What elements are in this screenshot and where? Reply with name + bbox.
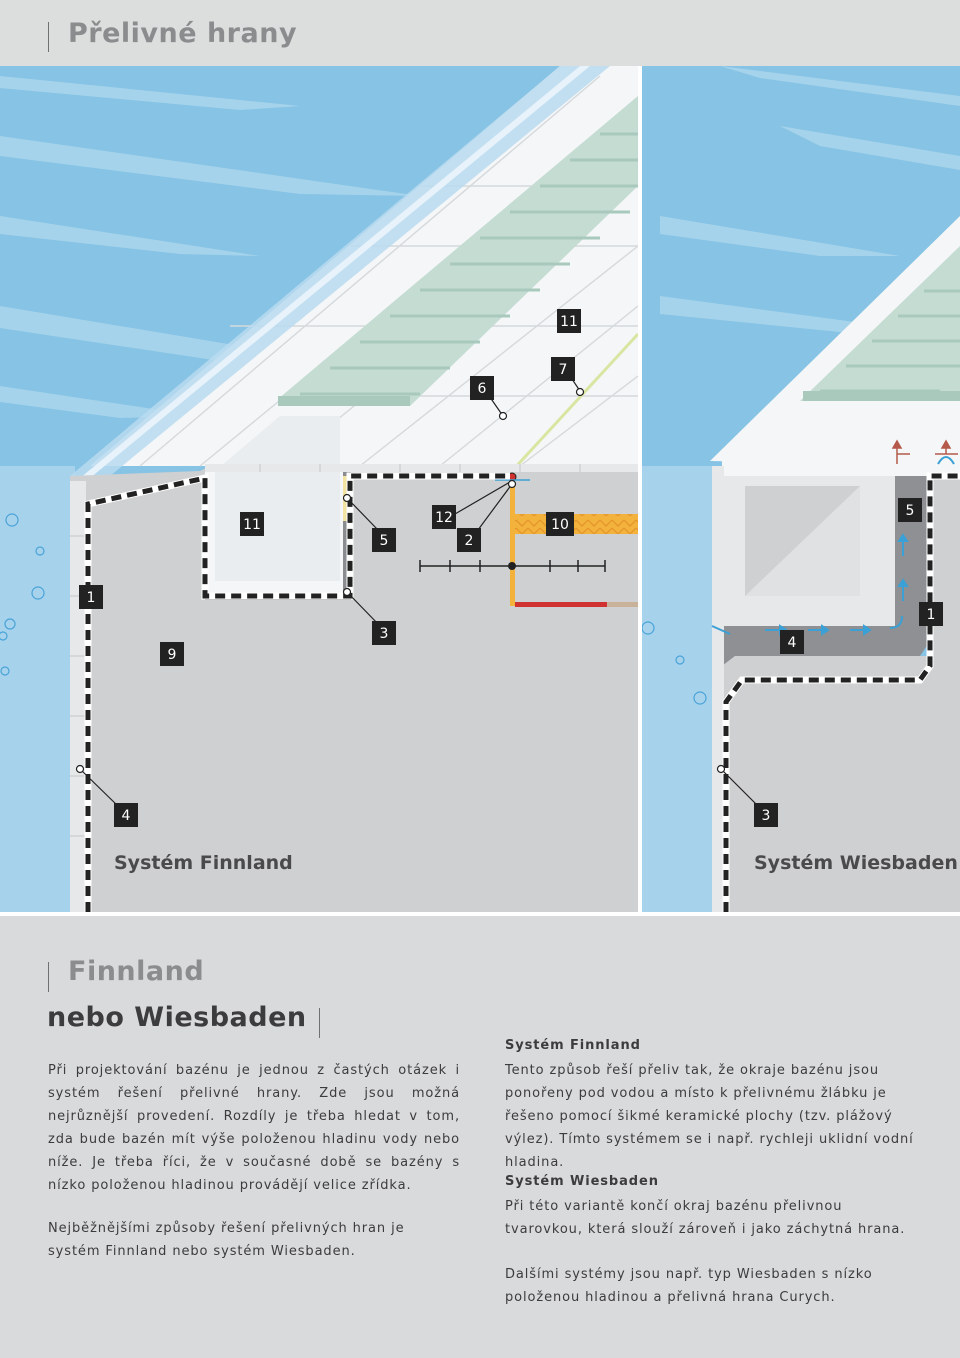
waterproofing-line-right (723, 473, 960, 912)
page-title: Přelivné hrany (68, 18, 298, 49)
label-1: 1 (79, 585, 103, 609)
heading-line1: Finnland (68, 956, 205, 987)
svg-text:5: 5 (380, 533, 389, 549)
label-r4: 4 (780, 630, 804, 654)
heating-pipe (515, 602, 607, 607)
svg-text:12: 12 (435, 510, 453, 526)
svg-text:11: 11 (243, 517, 261, 533)
wiesbaden-text: Při této variantě končí okraj bazénu pře… (505, 1199, 906, 1237)
svg-text:3: 3 (762, 808, 771, 824)
overflow-grate (278, 96, 638, 406)
insulation-layer (515, 514, 638, 534)
left-number-labels: 11 7 6 11 5 12 2 10 1 3 9 4 (79, 309, 581, 827)
svg-text:5: 5 (906, 503, 915, 519)
wiesbaden-caption: Systém Wiesbaden (754, 852, 958, 874)
svg-text:1: 1 (927, 607, 936, 623)
header-bar: Přelivné hrany (0, 0, 960, 66)
svg-text:4: 4 (122, 808, 131, 824)
label-4: 4 (114, 803, 138, 827)
svg-text:3: 3 (380, 626, 389, 642)
svg-text:6: 6 (478, 381, 487, 397)
second-paragraph: Nejběžnějšími způsoby řešení přelivných … (48, 1221, 405, 1259)
label-5: 5 (372, 528, 396, 552)
right-number-labels: 5 1 4 3 (754, 498, 943, 827)
svg-text:9: 9 (168, 647, 177, 663)
label-3: 3 (372, 621, 396, 645)
wiesbaden-panel (642, 66, 960, 912)
svg-text:2: 2 (465, 533, 474, 549)
label-11-top: 11 (557, 309, 581, 333)
label-12: 12 (432, 505, 456, 529)
svg-text:4: 4 (788, 635, 797, 651)
label-r3: 3 (754, 803, 778, 827)
waterproofing-line (85, 473, 510, 912)
label-r5: 5 (898, 498, 922, 522)
finnland-text: Tento způsob řeší přeliv tak, že okraje … (505, 1063, 914, 1170)
article-section: Finnland nebo Wiesbaden Při projektování… (0, 916, 960, 1358)
heading-rule (48, 962, 49, 992)
label-r1: 1 (919, 602, 943, 626)
header-rule (48, 22, 49, 52)
finnland-caption: Systém Finnland (114, 852, 293, 874)
overflow-edge-diagram: 11 7 6 11 5 12 2 10 1 3 9 4 5 1 4 3 Syst… (0, 66, 960, 916)
label-6: 6 (470, 376, 494, 400)
finnland-panel (0, 66, 638, 912)
wiesbaden-heading: Systém Wiesbaden (505, 1174, 659, 1189)
svg-text:1: 1 (87, 590, 96, 606)
finnland-heading: Systém Finnland (505, 1038, 641, 1053)
label-7: 7 (551, 357, 575, 381)
label-9: 9 (160, 642, 184, 666)
intro-paragraph: Při projektování bazénu je jednou z čast… (48, 1063, 460, 1193)
svg-text:10: 10 (551, 517, 569, 533)
water-surface (0, 466, 75, 912)
label-11-gutter: 11 (240, 512, 264, 536)
label-10: 10 (546, 512, 574, 536)
other-systems-text: Dalšími systémy jsou např. typ Wiesbaden… (505, 1267, 873, 1305)
label-2: 2 (457, 528, 481, 552)
heading-rule-end (319, 1008, 320, 1038)
svg-text:7: 7 (559, 362, 568, 378)
svg-text:11: 11 (560, 314, 578, 330)
heading-line2: nebo Wiesbaden (47, 1002, 307, 1033)
